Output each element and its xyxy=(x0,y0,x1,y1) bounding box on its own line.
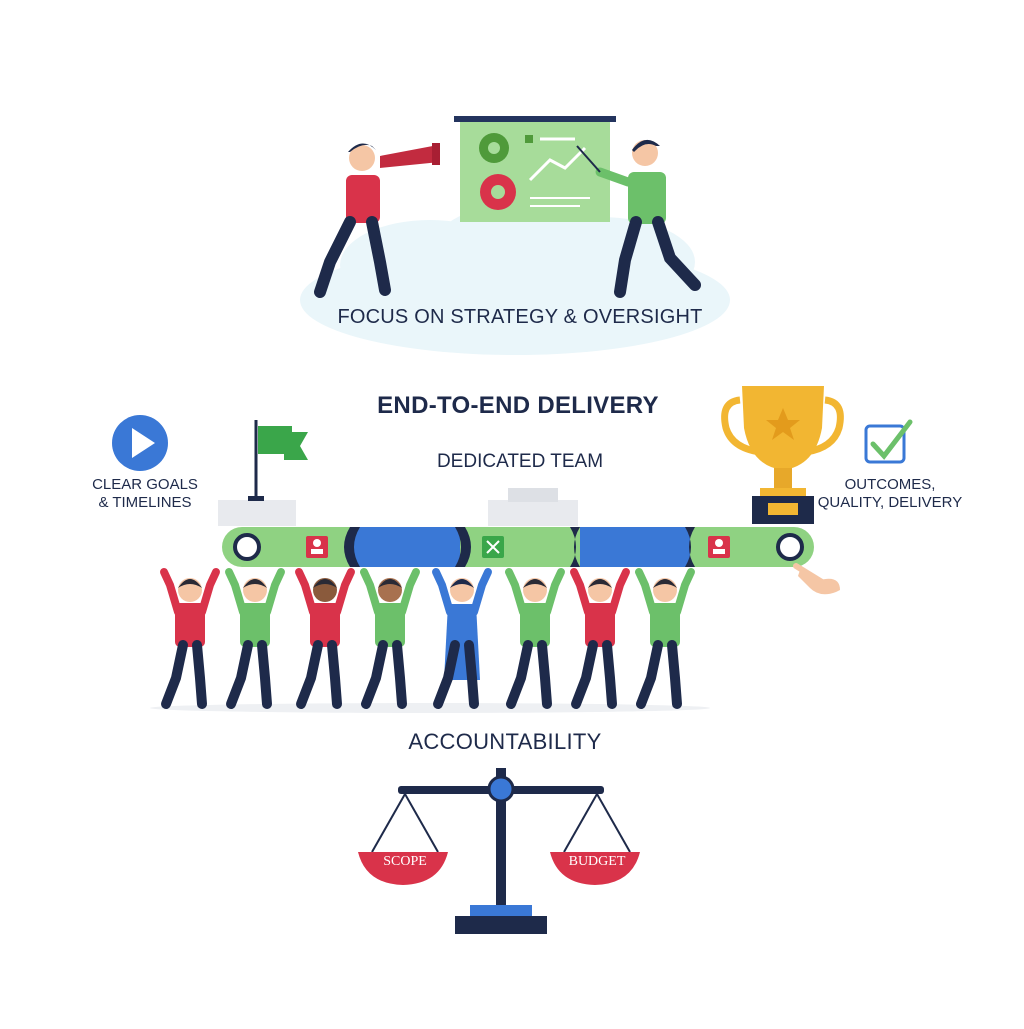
strategy-label: FOCUS ON STRATEGY & OVERSIGHT xyxy=(337,306,703,328)
goals-line-1: CLEAR GOALS xyxy=(92,476,198,493)
team-label: DEDICATED TEAM xyxy=(436,451,604,472)
gear-icon xyxy=(479,133,516,210)
trophy-icon xyxy=(721,386,844,524)
presentation-board xyxy=(454,116,616,222)
goals-line-2: & TIMELINES xyxy=(98,494,192,511)
hand-pointer-icon xyxy=(793,563,840,595)
outcomes-line-1: OUTCOMES, xyxy=(844,476,936,493)
team-people xyxy=(160,568,695,709)
team-member xyxy=(432,568,492,709)
outcomes-line-2: QUALITY, DELIVERY xyxy=(817,494,963,511)
checkbox-check-icon xyxy=(864,419,913,464)
budget-label: BUDGET xyxy=(568,854,626,869)
conveyor-belt xyxy=(222,527,814,567)
center-blocks xyxy=(488,488,578,526)
team-member xyxy=(635,568,695,709)
team-member xyxy=(570,568,630,709)
team-group xyxy=(150,703,710,713)
team-member xyxy=(360,568,420,709)
telescope-icon xyxy=(380,143,440,168)
accountability-label: ACCOUNTABILITY xyxy=(408,729,602,754)
balance-scale-icon xyxy=(358,768,640,934)
person-telescope xyxy=(314,143,440,298)
person-pointer xyxy=(576,139,701,298)
play-icon xyxy=(112,415,168,471)
delivery-title: END-TO-END DELIVERY xyxy=(377,392,659,419)
team-member xyxy=(160,568,220,709)
outcomes-label: OUTCOMES, QUALITY, DELIVERY xyxy=(800,476,980,512)
line-chart-icon xyxy=(525,135,590,207)
team-member xyxy=(505,568,565,709)
team-member xyxy=(295,568,355,709)
goals-label: CLEAR GOALS & TIMELINES xyxy=(80,476,210,512)
flag-icon xyxy=(218,420,308,526)
scope-label: SCOPE xyxy=(383,854,427,869)
team-member xyxy=(225,568,285,709)
